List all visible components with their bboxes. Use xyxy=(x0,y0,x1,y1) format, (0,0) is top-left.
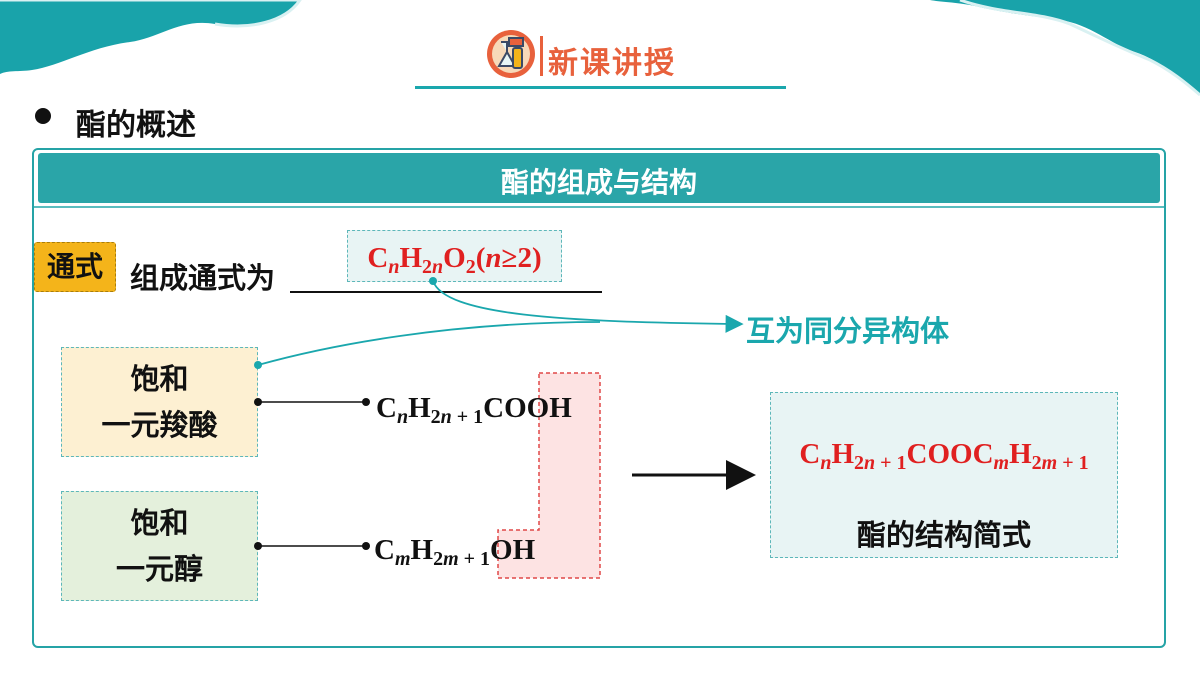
section-heading: 酯的概述 xyxy=(76,108,196,143)
ester-caption: 酯的结构简式 xyxy=(856,518,1031,552)
fill-in-blank-line xyxy=(290,291,602,293)
alcohol-line2: 一元醇 xyxy=(115,552,203,586)
panel-title: 酯的组成与结构 xyxy=(500,166,697,199)
panel-divider xyxy=(34,206,1164,208)
general-formula-tag: 通式 xyxy=(34,242,116,292)
chemistry-flask-icon xyxy=(487,30,535,78)
acid-line2: 一元羧酸 xyxy=(101,408,218,442)
saturated-monocarboxylic-acid-box: 饱和 一元羧酸 xyxy=(61,347,258,457)
general-formula-label: 组成通式为 xyxy=(130,261,276,295)
header-underline xyxy=(415,86,786,89)
saturated-monohydric-alcohol-box: 饱和 一元醇 xyxy=(61,491,258,601)
header-title: 新课讲授 xyxy=(548,46,676,81)
bullet-icon xyxy=(35,108,51,124)
header-separator xyxy=(540,36,543,76)
general-formula-box xyxy=(347,230,562,282)
general-formula-text: CnH2nO2(n≥2) xyxy=(347,242,562,278)
acid-line1: 饱和 xyxy=(130,362,189,396)
ester-formula: CnH2n + 1COOCmH2m + 1 xyxy=(799,438,1089,474)
panel-banner xyxy=(38,153,1160,203)
acid-formula: CnH2n + 1COOH xyxy=(376,392,572,428)
alcohol-line1: 饱和 xyxy=(130,506,189,540)
alcohol-formula: CmH2m + 1OH xyxy=(374,534,536,570)
isomer-label: 互为同分异构体 xyxy=(746,314,950,348)
general-formula-content: CnH2nO2(n≥2) xyxy=(367,242,542,278)
ester-result-box xyxy=(770,392,1118,558)
